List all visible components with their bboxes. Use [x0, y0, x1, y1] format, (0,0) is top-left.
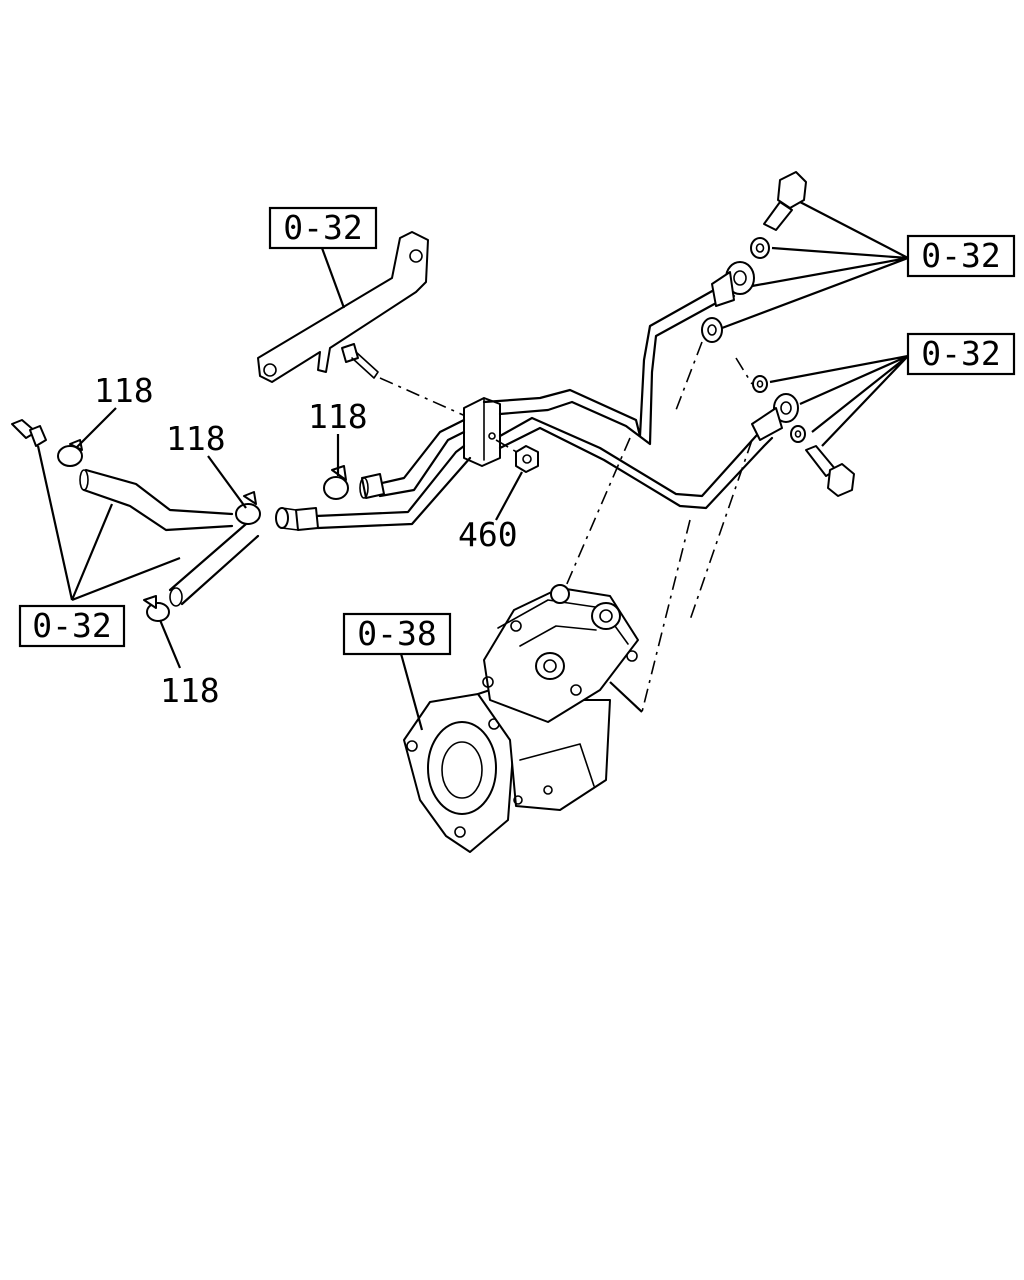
pipe-fitting-left: [11, 419, 47, 447]
pipe-fitting-lower: [275, 507, 319, 531]
hose-clamp-4: [143, 595, 170, 622]
callout-clamp-c: 118: [308, 397, 368, 436]
callout-clamp-b: 118: [166, 419, 226, 458]
hose-lower: [168, 522, 260, 607]
compressor-leader-tail: [609, 681, 643, 713]
ref-box-compressor: 0-38: [342, 612, 452, 656]
ref-label-banjo-lower: 0-32: [921, 334, 1000, 373]
ref-box-banjo-upper: 0-32: [906, 234, 1016, 278]
callout-clamp-a: 118: [94, 371, 154, 410]
banjo-bolt-top: [763, 171, 807, 231]
pipe-fitting-upper: [359, 473, 385, 499]
bracket-bolt: [341, 343, 379, 379]
ref-box-banjo-lower: 0-32: [906, 332, 1016, 376]
banjo-right-dashline: [689, 357, 753, 621]
ref-label-banjo-upper: 0-32: [921, 236, 1000, 275]
washer-top-1: [750, 237, 770, 259]
hose-clamp-2: [235, 491, 261, 525]
nut-460: [515, 445, 539, 473]
ref-box-left: 0-32: [18, 604, 126, 648]
callout-clamp-d: 118: [160, 671, 220, 710]
washer-right-1: [752, 375, 768, 393]
ref-label-compressor: 0-38: [357, 614, 436, 653]
ref-label-left: 0-32: [32, 606, 111, 645]
banjo-bolt-right: [805, 445, 855, 497]
washer-right-2: [790, 425, 806, 443]
banjo-fitting-top: [711, 261, 755, 307]
bracket-bolt-dashline: [379, 377, 471, 419]
compressor-dashline-1: [565, 437, 631, 587]
hose-upper: [79, 468, 234, 532]
hose-clamp-3: [323, 465, 349, 500]
pipes: [314, 282, 774, 530]
air-compressor: [403, 584, 639, 853]
ref-box-bracket: 0-32: [268, 206, 378, 250]
washer-top-2: [701, 317, 723, 343]
banjo-fitting-right: [751, 393, 799, 441]
hose-clamp-1: [57, 439, 83, 467]
nut-dashline: [495, 439, 521, 455]
compressor-dashline-2: [641, 519, 691, 713]
ref-label-bracket: 0-32: [283, 208, 362, 247]
mounting-bracket: [257, 231, 429, 383]
banjo-top-dashline: [675, 341, 703, 411]
callout-nut: 460: [458, 515, 518, 554]
pipe-clamp-block: [463, 397, 501, 467]
leader-lines: [36, 201, 909, 731]
